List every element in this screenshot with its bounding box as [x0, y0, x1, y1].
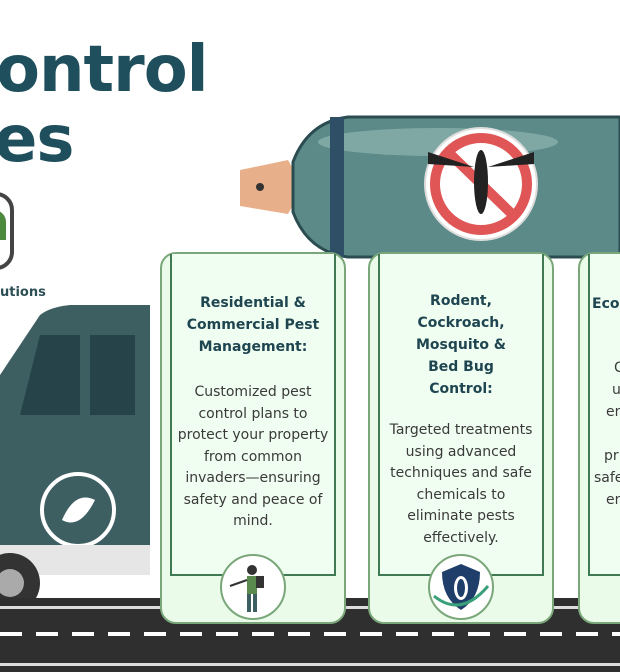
card-body-fragment: pr — [604, 448, 619, 464]
brand-name: utions — [0, 285, 46, 300]
card-body-fragment: us — [612, 382, 620, 398]
service-card-rodent: Rodent, Cockroach, Mosquito & Bed Bug Co… — [368, 252, 554, 624]
company-logo — [0, 192, 14, 270]
service-card-residential: Residential & Commercial Pest Management… — [160, 252, 346, 624]
card-body-fragment: safe — [594, 470, 620, 486]
cockroach-shield-icon — [428, 554, 494, 620]
mosquito-spray-can-illustration — [240, 115, 620, 259]
page-title-line2: es — [0, 103, 74, 177]
card-body-fragment: en — [606, 492, 620, 508]
page-title-line1: ontrol — [0, 33, 209, 107]
card-heading: Rodent, Cockroach, Mosquito & Bed Bug Co… — [415, 293, 507, 397]
road-lane-markings — [0, 632, 620, 636]
card-body: Customized pest control plans to protect… — [177, 384, 329, 529]
service-card-eco: Eco Co us en pr safe en — [578, 252, 620, 624]
sprayer-worker-icon — [220, 554, 286, 620]
card-heading: Eco — [592, 296, 620, 312]
card-heading: Residential & Commercial Pest Management… — [186, 295, 320, 355]
card-body-fragment: Co — [614, 360, 620, 376]
card-body: Targeted treatments using advanced techn… — [389, 422, 533, 546]
card-body-fragment: en — [606, 404, 620, 420]
van-illustration — [0, 305, 150, 613]
